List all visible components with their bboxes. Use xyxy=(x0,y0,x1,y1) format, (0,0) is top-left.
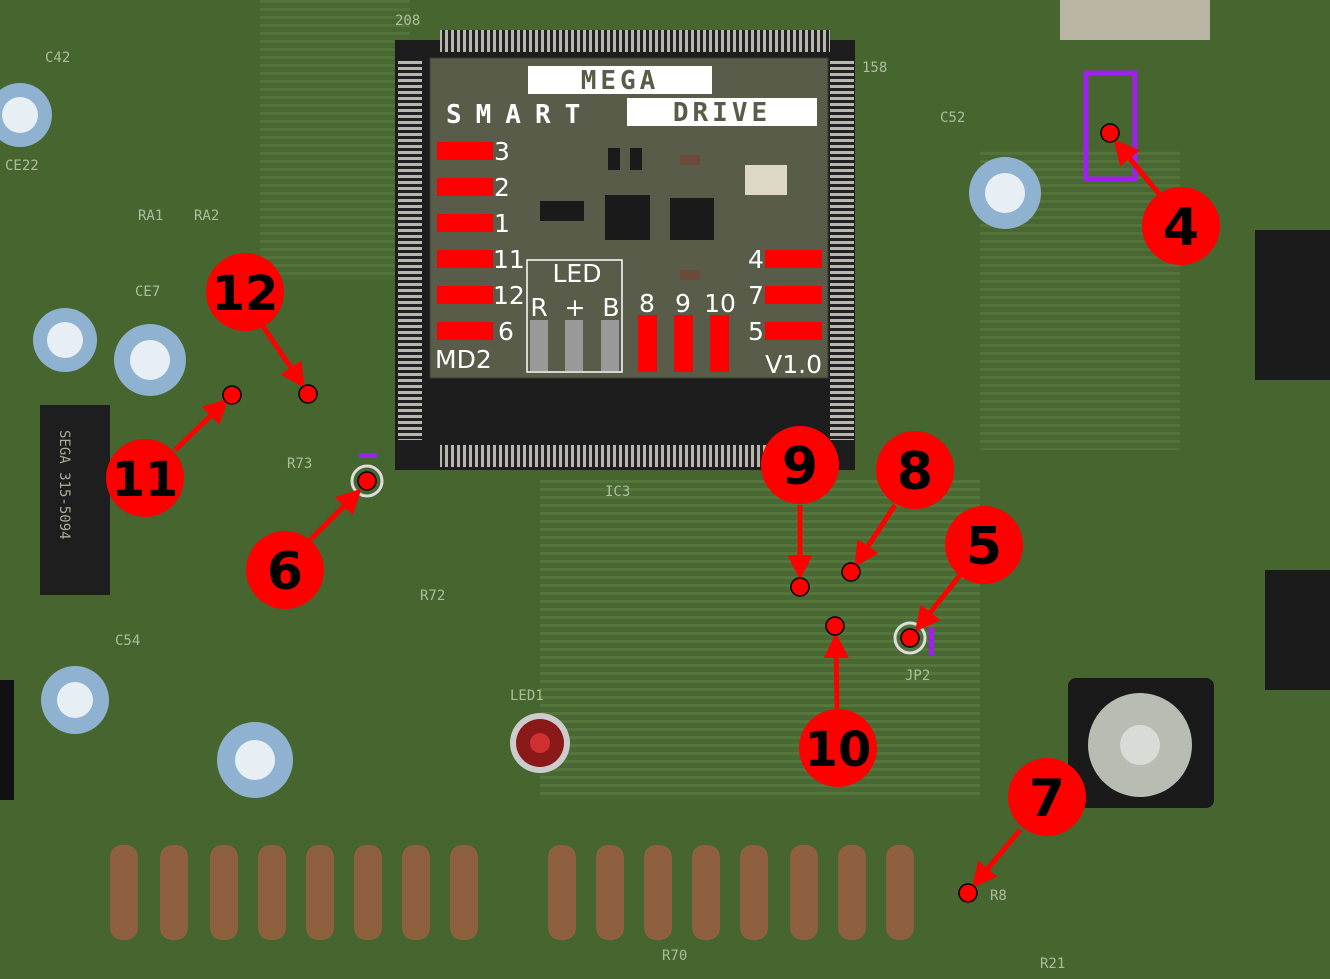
pad-7 xyxy=(765,286,822,304)
dot-12 xyxy=(298,384,318,404)
silk-r70: R70 xyxy=(662,948,687,964)
dot-10 xyxy=(825,616,845,636)
pad-9 xyxy=(674,315,693,372)
model-label: MD2 xyxy=(435,345,492,374)
dot-8 xyxy=(841,562,861,582)
callout-11: 11 xyxy=(106,439,184,517)
svg-text:12: 12 xyxy=(212,266,279,322)
callout-12: 12 xyxy=(206,253,284,331)
silk-c54: C54 xyxy=(115,633,140,649)
logo-smart-text: SMART xyxy=(446,100,594,130)
resistor-row xyxy=(110,845,914,940)
highlight-mark-5 xyxy=(929,627,934,655)
chip-right-bottom xyxy=(1265,570,1330,690)
dot-9 xyxy=(790,577,810,597)
msop-chip xyxy=(670,198,714,240)
pad-1 xyxy=(437,214,493,232)
svg-text:4: 4 xyxy=(1163,198,1199,258)
silk-c42: C42 xyxy=(45,50,70,66)
pad-11 xyxy=(437,250,493,268)
sega-chip-label: SEGA 315-5094 xyxy=(56,430,72,540)
pad-label-3: 3 xyxy=(494,137,510,166)
crystal xyxy=(1060,0,1210,40)
pad-label-11: 11 xyxy=(493,245,525,274)
silk-ra1: RA1 xyxy=(138,208,163,224)
logo-mega-text: MEGA xyxy=(581,66,660,96)
callout-9: 9 xyxy=(761,426,839,504)
pad-2 xyxy=(437,178,493,196)
pad-12 xyxy=(437,286,493,304)
silk-ic3: IC3 xyxy=(605,484,630,500)
silk-ce7: CE7 xyxy=(135,284,160,300)
target-dots xyxy=(222,123,1120,903)
callout-4: 4 xyxy=(1142,187,1220,265)
silk-led1: LED1 xyxy=(510,688,544,704)
silk-r72: R72 xyxy=(420,588,445,604)
silk-ra2: RA2 xyxy=(194,208,219,224)
svg-text:9: 9 xyxy=(782,437,818,497)
silk-jp2: JP2 xyxy=(905,668,930,684)
dot-7 xyxy=(958,883,978,903)
logo-mega xyxy=(528,66,712,94)
pad-5 xyxy=(765,322,822,340)
dot-5 xyxy=(900,628,920,648)
highlight-mark-6 xyxy=(359,453,377,458)
dot-6 xyxy=(357,471,377,491)
svg-text:7: 7 xyxy=(1029,769,1065,829)
svg-text:6: 6 xyxy=(267,542,303,602)
pad-label-5: 5 xyxy=(748,317,764,346)
highlight-box xyxy=(1083,70,1138,182)
pad-label-2: 2 xyxy=(494,173,510,202)
oscillator xyxy=(745,165,787,195)
svg-text:10: 10 xyxy=(805,722,872,778)
capacitors xyxy=(0,83,1041,798)
svg-text:8: 8 xyxy=(897,442,933,502)
callout-7: 7 xyxy=(1008,758,1086,836)
logo-drive xyxy=(627,98,817,126)
led-pin-plus: + xyxy=(565,293,586,322)
qfn-chip xyxy=(605,195,650,240)
dot-11 xyxy=(222,385,242,405)
pad-6 xyxy=(437,322,493,340)
led-pin-r: R xyxy=(530,293,547,322)
silk-208: 208 xyxy=(395,13,420,29)
pad-label-12: 12 xyxy=(493,281,525,310)
silk-ce22: CE22 xyxy=(5,158,39,174)
svg-text:5: 5 xyxy=(966,517,1002,577)
silk-r8: R8 xyxy=(990,888,1007,904)
logo-drive-text: DRIVE xyxy=(673,98,771,128)
pad-label-7: 7 xyxy=(748,281,764,310)
silk-r73: R73 xyxy=(287,456,312,472)
silk-158: 158 xyxy=(862,60,887,76)
mega-smart-drive-board: MEGA SMART DRIVE 3 2 1 11 12 6 4 7 5 8 xyxy=(429,57,829,379)
silk-r21: R21 xyxy=(1040,956,1065,972)
pad-3 xyxy=(437,142,493,160)
pad-4 xyxy=(765,250,822,268)
dot-4 xyxy=(1100,123,1120,143)
led-header xyxy=(526,259,623,373)
version-label: V1.0 xyxy=(765,350,822,379)
silk-c52: C52 xyxy=(940,110,965,126)
chip-right-top xyxy=(1255,230,1330,380)
led-label: LED xyxy=(553,259,602,288)
pad-label-9: 9 xyxy=(675,289,691,318)
callout-8: 8 xyxy=(876,431,954,509)
pad-label-4: 4 xyxy=(748,245,764,274)
svg-text:11: 11 xyxy=(112,452,179,508)
arrows xyxy=(173,139,1162,888)
pad-label-10: 10 xyxy=(704,289,736,318)
callout-6: 6 xyxy=(246,531,324,609)
callout-5: 5 xyxy=(945,506,1023,584)
led-pin-b: B xyxy=(602,293,619,322)
callout-10: 10 xyxy=(799,709,877,787)
pad-label-1: 1 xyxy=(494,209,510,238)
pad-10 xyxy=(710,315,729,372)
sega-chip xyxy=(40,405,110,595)
pad-label-8: 8 xyxy=(639,289,655,318)
pad-label-6: 6 xyxy=(498,317,514,346)
sot-chip xyxy=(540,201,584,221)
pad-8 xyxy=(638,315,657,372)
